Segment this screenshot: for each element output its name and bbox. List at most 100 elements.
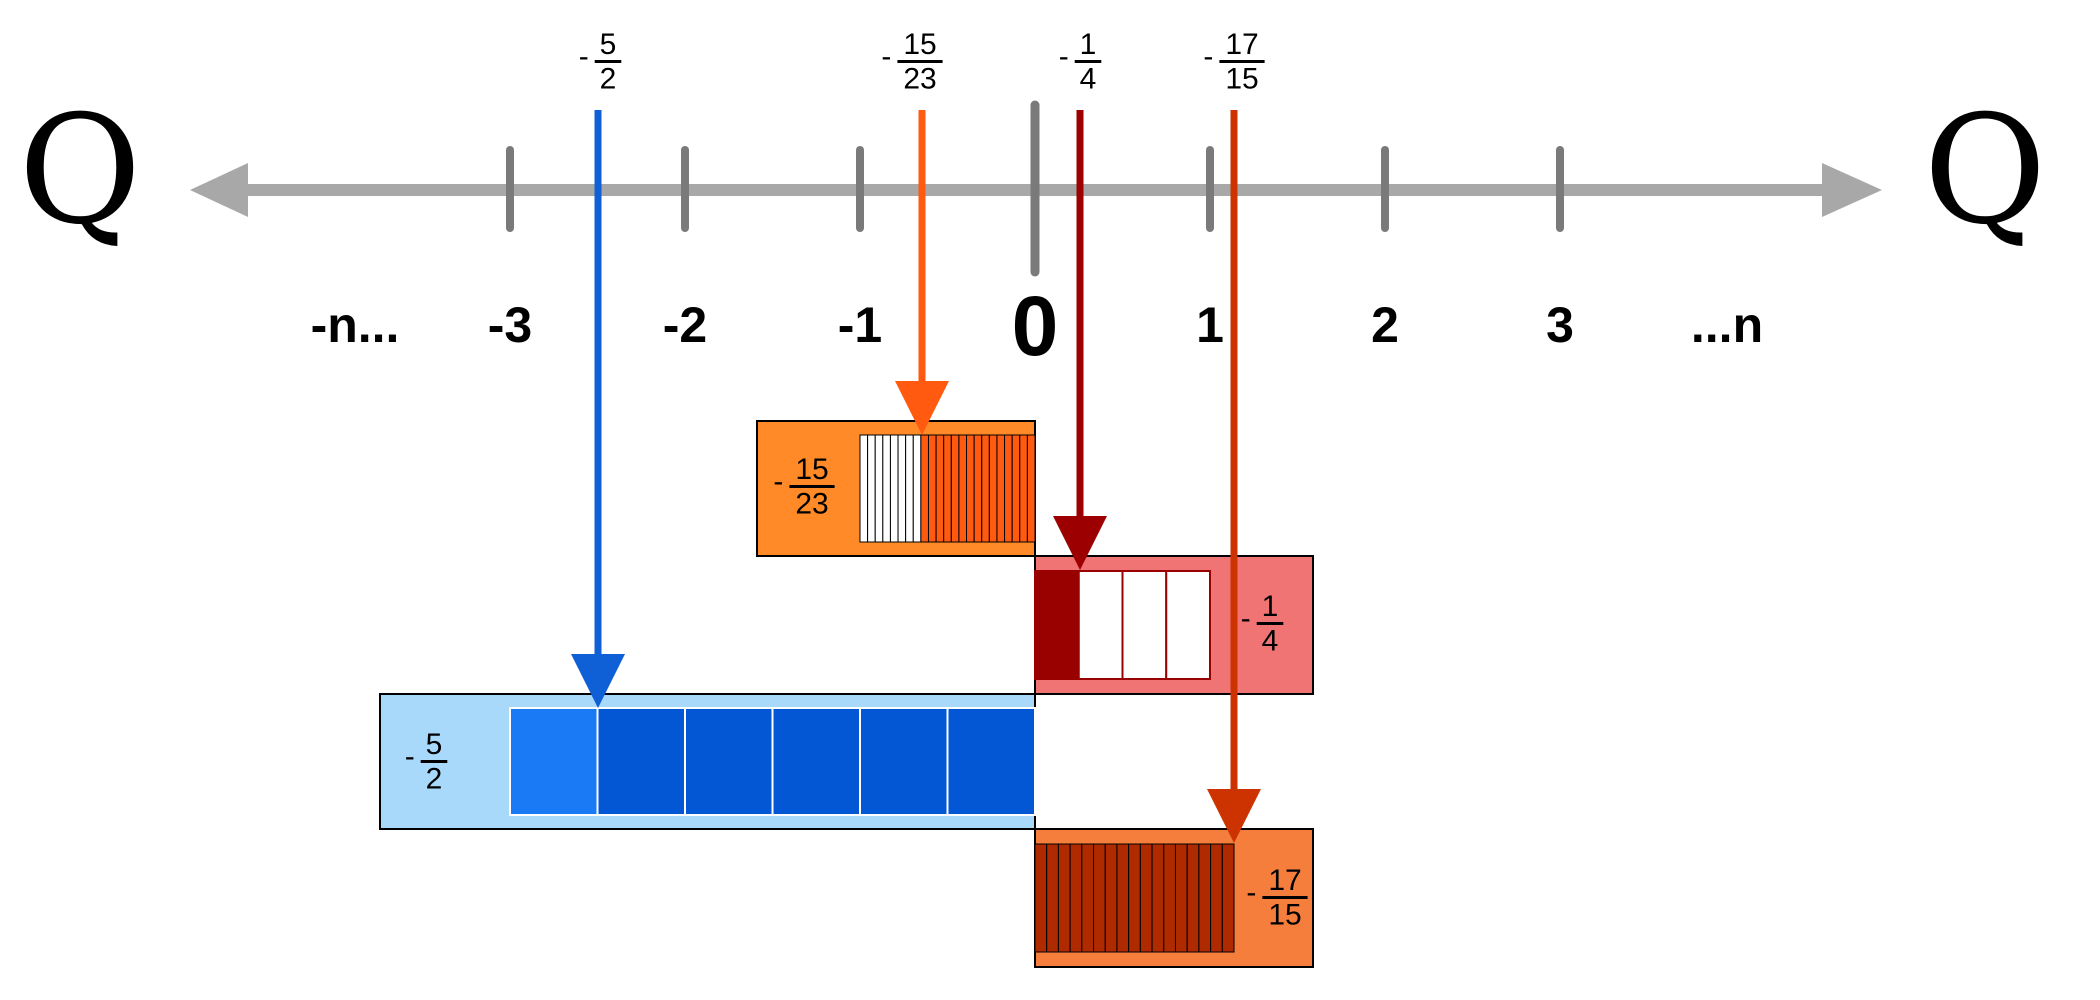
tick-label-1: -3	[488, 297, 532, 353]
arrow-minus-1-4-head	[1053, 516, 1107, 570]
cell-minus-15-23-10	[935, 434, 945, 543]
cell-minus-17-15-5	[1093, 843, 1106, 953]
tick-label-0: -n...	[311, 297, 400, 353]
cell-minus-15-23-16	[981, 434, 990, 543]
cell-minus-17-15-13	[1186, 843, 1200, 953]
box-label-minus-17-15-numerator: 17	[1268, 864, 1301, 897]
top-label-minus-17-15-numerator: 17	[1225, 28, 1258, 61]
cell-minus-17-15-3	[1069, 843, 1083, 953]
cell-minus-5-2-5	[946, 707, 1036, 816]
box-label-minus-15-23-numerator: 15	[795, 453, 828, 486]
cell-minus-17-15-11	[1163, 843, 1176, 953]
axis-arrow-left	[190, 163, 248, 217]
top-label-minus-1-4-sign: -	[1059, 40, 1069, 73]
cell-minus-5-2-0	[509, 707, 599, 816]
set-symbol-left: Q	[19, 84, 142, 258]
top-label-minus-5-2-sign: -	[579, 40, 589, 73]
cell-minus-1-4-3	[1165, 570, 1211, 680]
tick-label-4: 0	[1012, 279, 1059, 373]
set-symbol-right: Q	[1924, 84, 2047, 258]
box-label-minus-15-23-denominator: 23	[795, 488, 828, 521]
cell-minus-15-23-22	[1026, 434, 1036, 543]
cell-minus-15-23-0	[859, 434, 869, 543]
cell-minus-15-23-13	[958, 434, 968, 543]
cell-minus-5-2-3	[771, 707, 861, 816]
cell-minus-1-4-1	[1077, 570, 1124, 680]
box-label-minus-17-15-denominator: 15	[1268, 899, 1301, 932]
box-label-minus-5-2-numerator: 5	[426, 728, 443, 761]
cell-minus-17-15-16	[1221, 843, 1235, 953]
cell-minus-17-15-0	[1034, 843, 1048, 953]
tick-label-7: 3	[1546, 297, 1574, 353]
cell-minus-17-15-12	[1174, 843, 1188, 953]
cell-minus-17-15-14	[1198, 843, 1212, 953]
cell-minus-17-15-9	[1139, 843, 1153, 953]
arrow-minus-17-15-head	[1207, 789, 1261, 843]
cell-minus-17-15-6	[1104, 843, 1118, 953]
cell-minus-15-23-12	[950, 434, 960, 543]
arrow-minus-15-23-head	[895, 381, 949, 435]
box-label-minus-17-15-sign: -	[1246, 876, 1256, 909]
box-label-minus-5-2-sign: -	[405, 740, 415, 773]
top-label-minus-5-2-denominator: 2	[600, 63, 617, 96]
cell-minus-15-23-17	[988, 434, 998, 543]
top-label-minus-15-23-numerator: 15	[903, 28, 936, 61]
cell-minus-17-15-7	[1116, 843, 1130, 953]
cell-minus-17-15-8	[1128, 843, 1141, 953]
cell-minus-15-23-1	[867, 434, 876, 543]
cell-minus-17-15-10	[1151, 843, 1165, 953]
cell-minus-15-23-6	[905, 434, 914, 543]
box-label-minus-1-4-numerator: 1	[1262, 590, 1279, 623]
cell-minus-5-2-1	[596, 707, 686, 816]
top-label-minus-15-23-denominator: 23	[903, 63, 936, 96]
top-label-minus-17-15-denominator: 15	[1225, 63, 1258, 96]
top-label-minus-1-4-denominator: 4	[1080, 63, 1097, 96]
cell-minus-1-4-0	[1034, 570, 1080, 680]
top-label-minus-5-2-numerator: 5	[600, 28, 617, 61]
box-label-minus-15-23-sign: -	[773, 465, 783, 498]
cell-minus-15-23-2	[874, 434, 884, 543]
cell-minus-15-23-7	[912, 434, 922, 543]
box-label-minus-5-2: -52	[405, 728, 448, 796]
cell-minus-17-15-4	[1081, 843, 1095, 953]
cell-minus-15-23-11	[943, 434, 952, 543]
top-label-minus-17-15-sign: -	[1203, 40, 1213, 73]
arrow-minus-5-2-head	[571, 654, 625, 708]
box-label-minus-5-2-denominator: 2	[426, 763, 443, 796]
cell-minus-15-23-8	[920, 434, 929, 543]
box-label-minus-1-4-denominator: 4	[1262, 625, 1279, 658]
cell-minus-15-23-14	[966, 434, 975, 543]
cell-minus-5-2-2	[684, 707, 774, 816]
pointer-arrows	[571, 110, 1261, 843]
tick-label-2: -2	[663, 297, 707, 353]
cell-minus-15-23-21	[1019, 434, 1028, 543]
top-label-minus-15-23-sign: -	[881, 40, 891, 73]
cell-minus-15-23-9	[927, 434, 937, 543]
cell-minus-17-15-2	[1057, 843, 1071, 953]
box-label-minus-1-4-sign: -	[1241, 602, 1251, 635]
tick-label-5: 1	[1196, 297, 1224, 353]
cell-minus-17-15-1	[1046, 843, 1059, 953]
top-label-minus-1-4-numerator: 1	[1080, 28, 1097, 61]
top-label-minus-1-4: -14	[1059, 28, 1102, 96]
top-label-minus-5-2: -52	[579, 28, 622, 96]
cell-minus-15-23-15	[973, 434, 983, 543]
tick-label-8: ...n	[1691, 297, 1763, 353]
cell-minus-17-15-15	[1210, 843, 1223, 953]
box-label-minus-1-4: -14	[1241, 590, 1284, 658]
tick-label-6: 2	[1371, 297, 1399, 353]
axis-arrow-right	[1822, 163, 1882, 217]
cell-minus-15-23-18	[996, 434, 1006, 543]
cell-minus-5-2-4	[859, 707, 949, 816]
cell-minus-15-23-5	[897, 434, 907, 543]
cell-minus-15-23-19	[1004, 434, 1013, 543]
cell-minus-15-23-3	[882, 434, 891, 543]
